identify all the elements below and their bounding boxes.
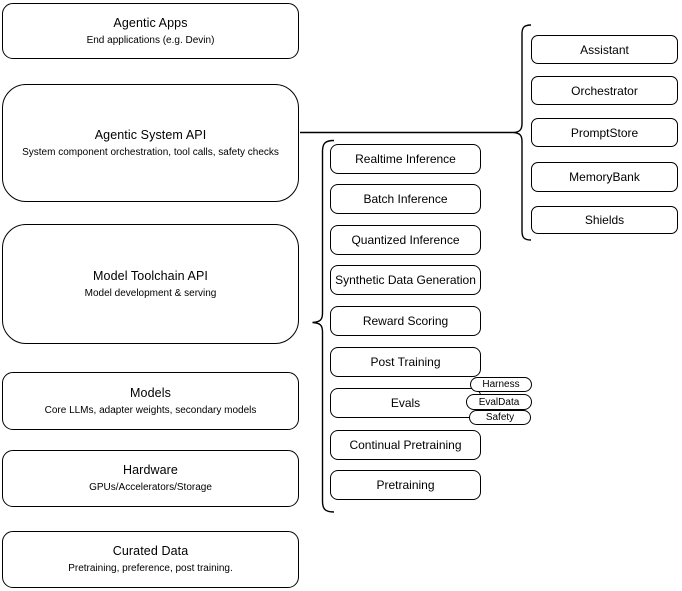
box-post-training: Post Training [330, 347, 481, 377]
system-brace [513, 24, 532, 241]
box-realtime-inference: Realtime Inference [330, 144, 481, 174]
box-promptstore: PromptStore [531, 118, 678, 147]
box-title: Agentic Apps [113, 15, 188, 30]
box-title: Model Toolchain API [93, 268, 208, 283]
box-assistant: Assistant [531, 35, 678, 64]
box-subtitle: Core LLMs, adapter weights, secondary mo… [44, 404, 257, 416]
box-subtitle: End applications (e.g. Devin) [86, 34, 215, 46]
box-synthetic-data-generation: Synthetic Data Generation [330, 265, 481, 295]
box-curated-data: Curated Data Pretraining, preference, po… [2, 531, 299, 588]
tag-harness: Harness [470, 377, 532, 392]
box-title: Hardware [123, 463, 178, 477]
box-subtitle: Model development & serving [84, 287, 217, 299]
box-quantized-inference: Quantized Inference [330, 225, 481, 255]
box-memorybank: MemoryBank [531, 162, 678, 192]
box-evals: Evals [330, 388, 481, 418]
box-orchestrator: Orchestrator [531, 76, 678, 105]
box-models: Models Core LLMs, adapter weights, secon… [2, 372, 299, 430]
box-agentic-apps: Agentic Apps End applications (e.g. Devi… [2, 3, 299, 59]
box-agentic-system-api: Agentic System API System component orch… [2, 84, 299, 202]
box-batch-inference: Batch Inference [330, 184, 481, 214]
box-subtitle: System component orchestration, tool cal… [22, 146, 279, 158]
box-subtitle: GPUs/Accelerators/Storage [89, 482, 212, 493]
box-title: Models [130, 385, 171, 400]
box-shields: Shields [531, 206, 678, 234]
box-continual-pretraining: Continual Pretraining [330, 430, 481, 460]
box-pretraining: Pretraining [330, 470, 481, 500]
box-title: Curated Data [112, 544, 189, 558]
tag-safety: Safety [469, 410, 531, 425]
toolchain-brace [312, 139, 335, 513]
box-model-toolchain-api: Model Toolchain API Model development & … [2, 224, 299, 344]
box-hardware: Hardware GPUs/Accelerators/Storage [2, 450, 299, 507]
box-title: Agentic System API [94, 127, 207, 142]
box-subtitle: Pretraining, preference, post training. [68, 563, 233, 574]
box-reward-scoring: Reward Scoring [330, 306, 481, 336]
tag-evaldata: EvalData [466, 394, 532, 410]
